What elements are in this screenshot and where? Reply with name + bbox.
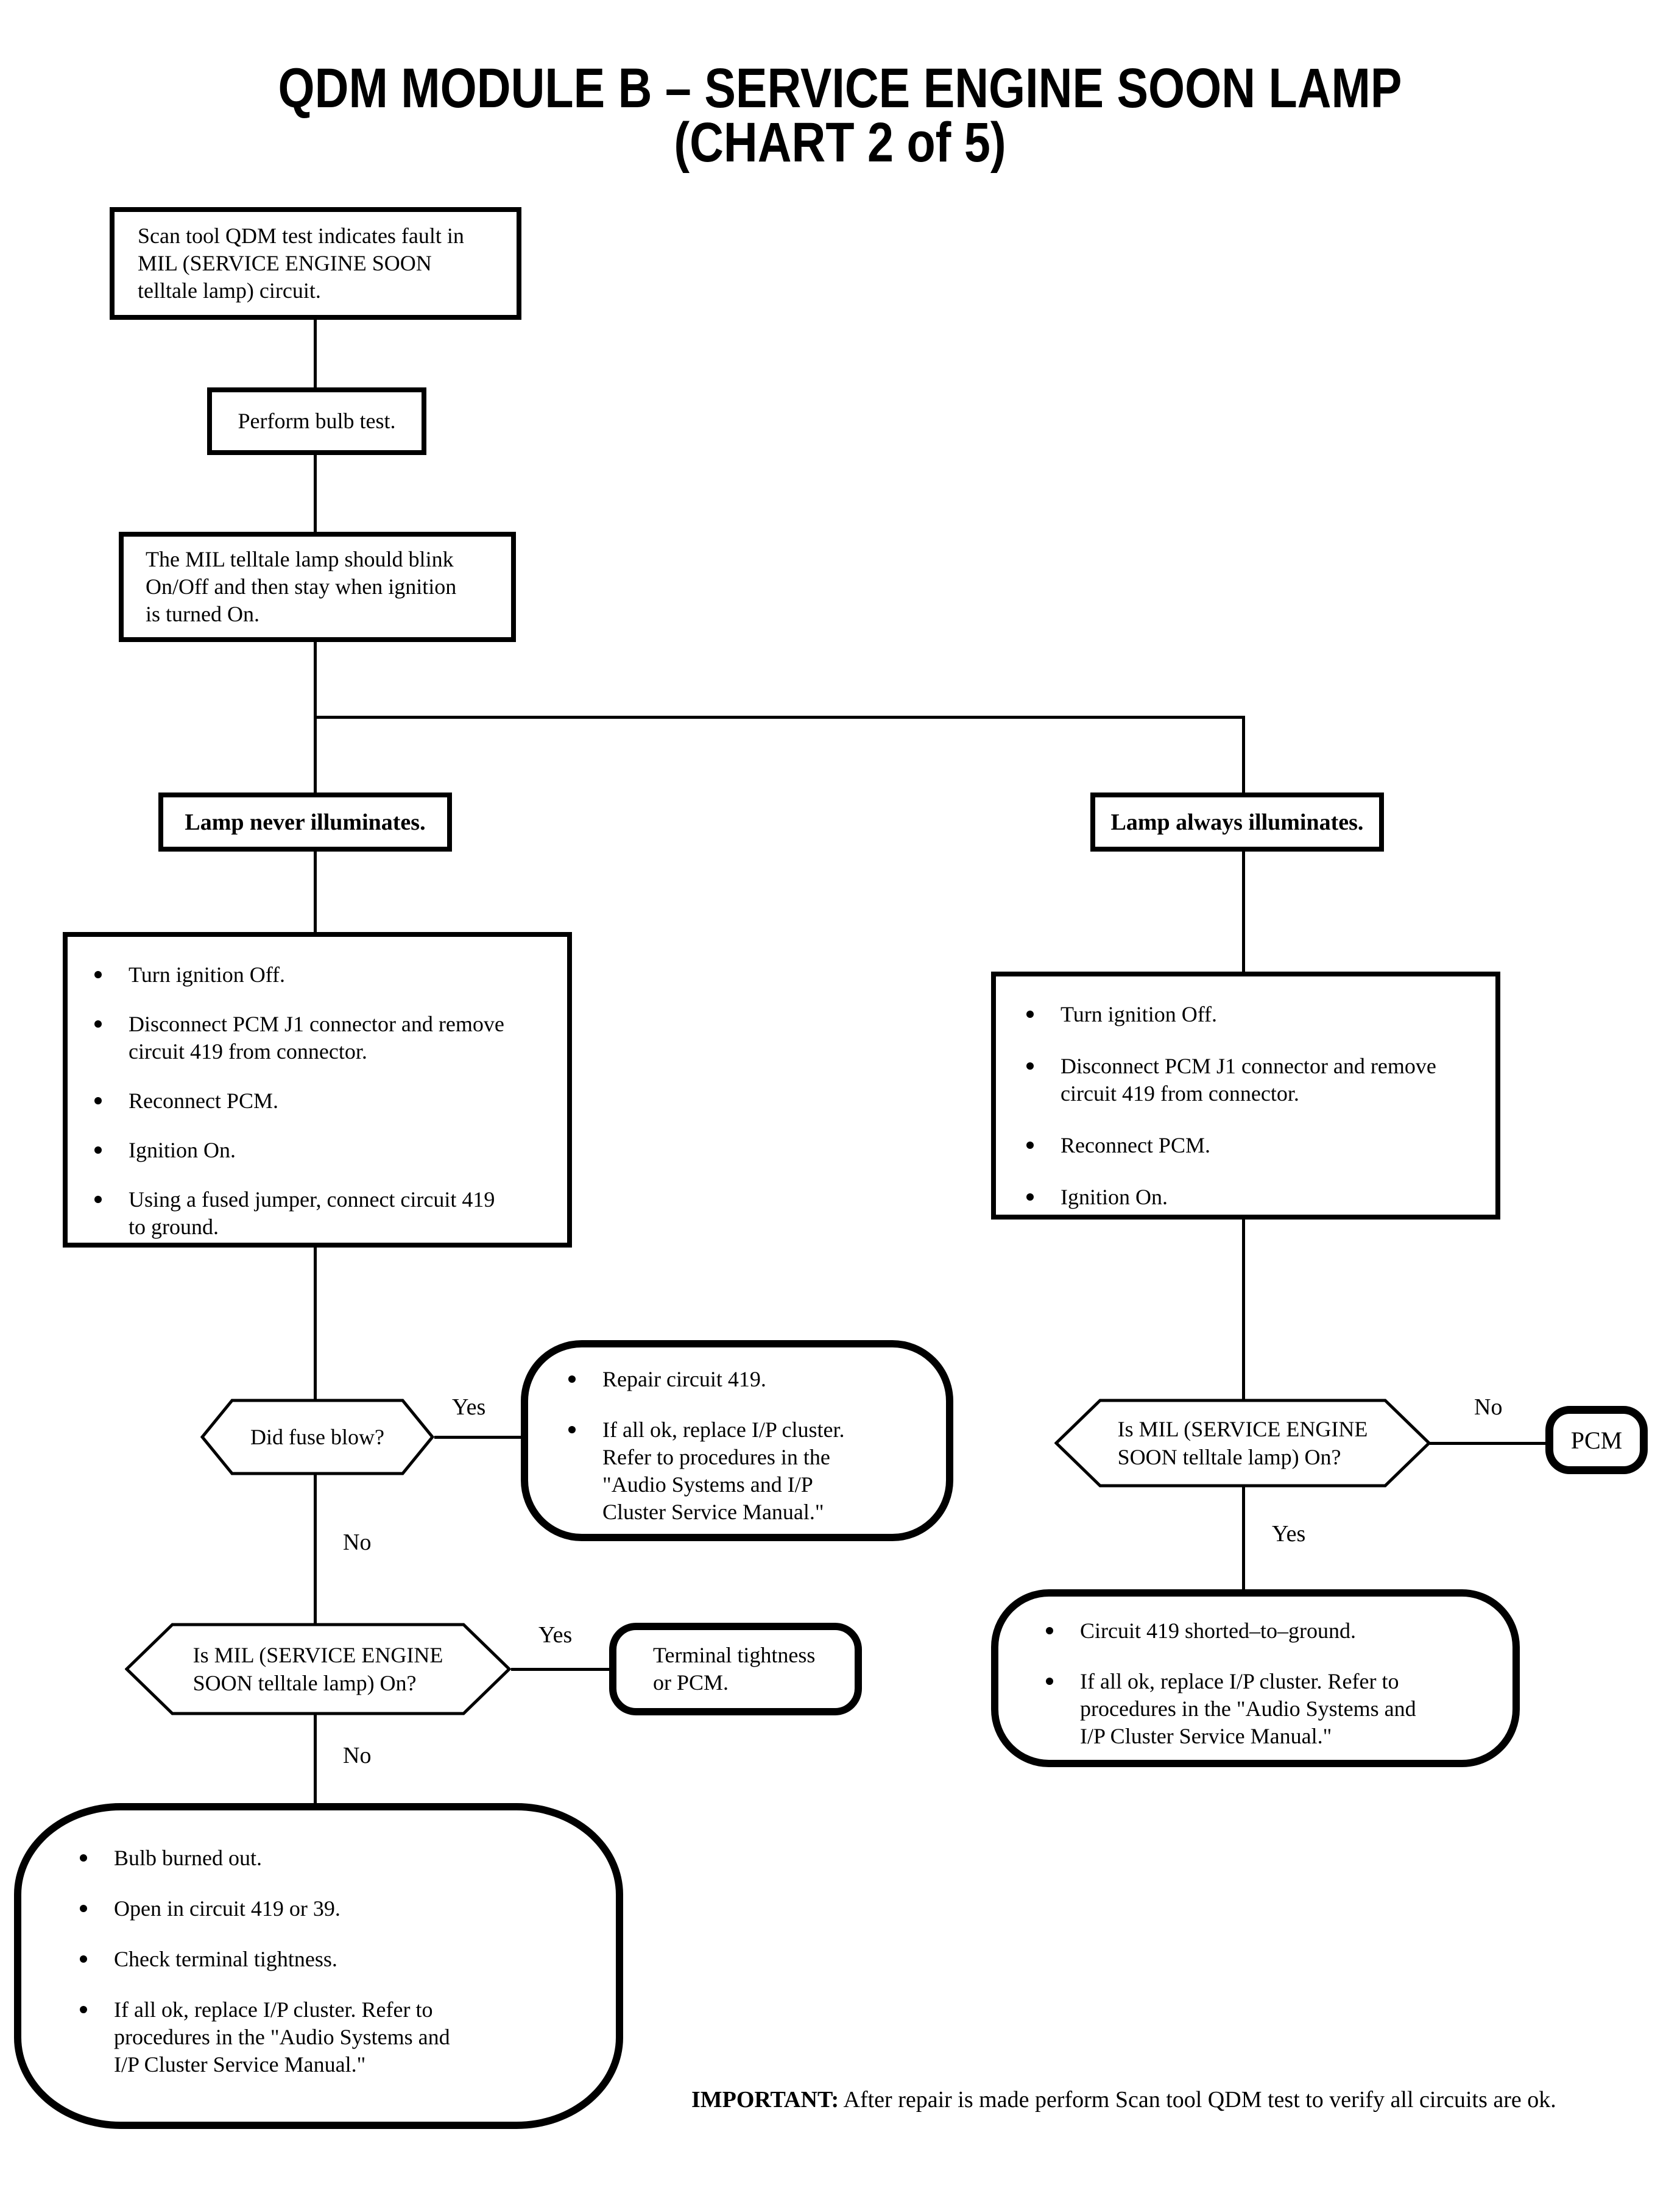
bullet-dot — [94, 1196, 102, 1203]
list-item: If all ok, replace I/P cluster. Refer to… — [568, 1416, 936, 1526]
bulb-test-node: Perform bulb test. — [207, 387, 426, 455]
right-steps-list: Turn ignition Off. Disconnect PCM J1 con… — [1026, 1001, 1480, 1211]
start-node: Scan tool QDM test indicates fault in MI… — [110, 207, 521, 320]
start-node-text: Scan tool QDM test indicates fault in MI… — [138, 224, 464, 303]
list-item: Using a fused jumper, connect circuit 41… — [94, 1186, 551, 1241]
important-text: After repair is made perform Scan tool Q… — [843, 2087, 1556, 2113]
branch-label-left: Lamp never illuminates. — [158, 793, 452, 852]
connector-line — [314, 319, 317, 387]
terminal-tightness-text: Terminal tightness or PCM. — [653, 1643, 816, 1695]
bullet-dot — [568, 1426, 576, 1433]
list-item: Reconnect PCM. — [94, 1087, 551, 1115]
left-steps-list: Turn ignition Off. Disconnect PCM J1 con… — [94, 961, 551, 1241]
list-item: Open in circuit 419 or 39. — [80, 1895, 604, 1922]
bulb-burned-result-node: Bulb burned out. Open in circuit 419 or … — [14, 1803, 623, 2129]
terminal-tightness-node: Terminal tightness or PCM. — [609, 1623, 862, 1715]
bullet-dot — [94, 1020, 102, 1028]
bullet-dot — [1026, 1142, 1034, 1149]
blink-node: The MIL telltale lamp should blink On/Of… — [119, 532, 516, 642]
bulb-burned-list: Bulb burned out. Open in circuit 419 or … — [80, 1845, 604, 2078]
bullet-dot — [80, 2006, 87, 2013]
mil-question-right-text: Is MIL (SERVICE ENGINE SOON telltale lam… — [1117, 1417, 1368, 1469]
connector-line — [314, 1714, 317, 1804]
list-item: Circuit 419 shorted–to–ground. — [1046, 1617, 1503, 1645]
short-to-ground-result-node: Circuit 419 shorted–to–ground. If all ok… — [991, 1589, 1520, 1767]
connector-line — [1242, 1218, 1245, 1401]
list-item: Disconnect PCM J1 connector and remove c… — [94, 1011, 551, 1065]
important-label: IMPORTANT: — [691, 2087, 839, 2113]
bullet-dot — [94, 1097, 102, 1104]
connector-line — [1430, 1442, 1547, 1445]
list-item: Turn ignition Off. — [1026, 1001, 1480, 1028]
pcm-node: PCM — [1545, 1406, 1648, 1474]
connector-line — [314, 716, 1245, 719]
hexagon-shape — [200, 1399, 434, 1475]
connector-line — [314, 850, 317, 933]
list-item: Disconnect PCM J1 connector and remove c… — [1026, 1053, 1480, 1107]
hexagon-shape — [125, 1623, 511, 1715]
branch-label-right: Lamp always illuminates. — [1090, 793, 1384, 852]
short-to-ground-list: Circuit 419 shorted–to–ground. If all ok… — [1046, 1617, 1503, 1750]
fuse-yes-list: Repair circuit 419. If all ok, replace I… — [568, 1366, 936, 1526]
bullet-dot — [568, 1375, 576, 1383]
yes-label: Yes — [538, 1622, 573, 1648]
list-item: Ignition On. — [1026, 1184, 1480, 1211]
page-title: QDM MODULE B – SERVICE ENGINE SOON LAMP — [278, 57, 1402, 119]
no-label: No — [1474, 1394, 1503, 1420]
bullet-dot — [94, 971, 102, 978]
yes-label: Yes — [452, 1394, 486, 1420]
connector-line — [511, 1668, 610, 1671]
branch-label-left-text: Lamp never illuminates. — [185, 809, 426, 835]
mil-question-left-hexagon: Is MIL (SERVICE ENGINE SOON telltale lam… — [125, 1623, 511, 1715]
important-note: IMPORTANT: After repair is made perform … — [691, 2086, 1556, 2113]
yes-label: Yes — [1272, 1521, 1306, 1547]
connector-line — [314, 454, 317, 533]
list-item: If all ok, replace I/P cluster. Refer to… — [1046, 1668, 1503, 1750]
connector-line — [314, 641, 317, 717]
fuse-yes-result-node: Repair circuit 419. If all ok, replace I… — [521, 1340, 953, 1541]
connector-line — [314, 1246, 317, 1401]
blink-node-text: The MIL telltale lamp should blink On/Of… — [146, 547, 457, 626]
right-steps-node: Turn ignition Off. Disconnect PCM J1 con… — [991, 972, 1500, 1220]
list-item: Bulb burned out. — [80, 1845, 604, 1872]
bullet-dot — [94, 1146, 102, 1154]
bullet-dot — [1046, 1678, 1053, 1685]
connector-line — [314, 718, 317, 794]
bullet-dot — [80, 1905, 87, 1912]
branch-label-right-text: Lamp always illuminates. — [1110, 809, 1364, 835]
left-steps-node: Turn ignition Off. Disconnect PCM J1 con… — [63, 932, 572, 1248]
chart-subtitle: (CHART 2 of 5) — [674, 111, 1006, 174]
connector-line — [1242, 718, 1245, 794]
connector-line — [314, 1474, 317, 1625]
bullet-dot — [1026, 1062, 1034, 1070]
list-item: Check terminal tightness. — [80, 1946, 604, 1973]
connector-line — [1242, 850, 1245, 973]
list-item: Repair circuit 419. — [568, 1366, 936, 1393]
connector-line — [434, 1436, 522, 1439]
list-item: Ignition On. — [94, 1137, 551, 1164]
fuse-question-hexagon: Did fuse blow? — [200, 1399, 434, 1475]
mil-question-left-text: Is MIL (SERVICE ENGINE SOON telltale lam… — [192, 1643, 443, 1695]
hexagon-shape — [1054, 1399, 1431, 1488]
mil-question-right-hexagon: Is MIL (SERVICE ENGINE SOON telltale lam… — [1054, 1399, 1431, 1488]
connector-line — [1242, 1487, 1245, 1590]
fuse-question-text: Did fuse blow? — [250, 1425, 384, 1449]
list-item: Reconnect PCM. — [1026, 1132, 1480, 1159]
bullet-dot — [1026, 1011, 1034, 1018]
list-item: If all ok, replace I/P cluster. Refer to… — [80, 1996, 604, 2078]
bullet-dot — [1026, 1193, 1034, 1201]
no-label: No — [343, 1743, 372, 1768]
bulb-test-text: Perform bulb test. — [238, 409, 396, 433]
no-label: No — [343, 1530, 372, 1555]
pcm-text: PCM — [1570, 1426, 1623, 1454]
bullet-dot — [80, 1854, 87, 1862]
bullet-dot — [1046, 1627, 1053, 1634]
list-item: Turn ignition Off. — [94, 961, 551, 989]
bullet-dot — [80, 1955, 87, 1963]
